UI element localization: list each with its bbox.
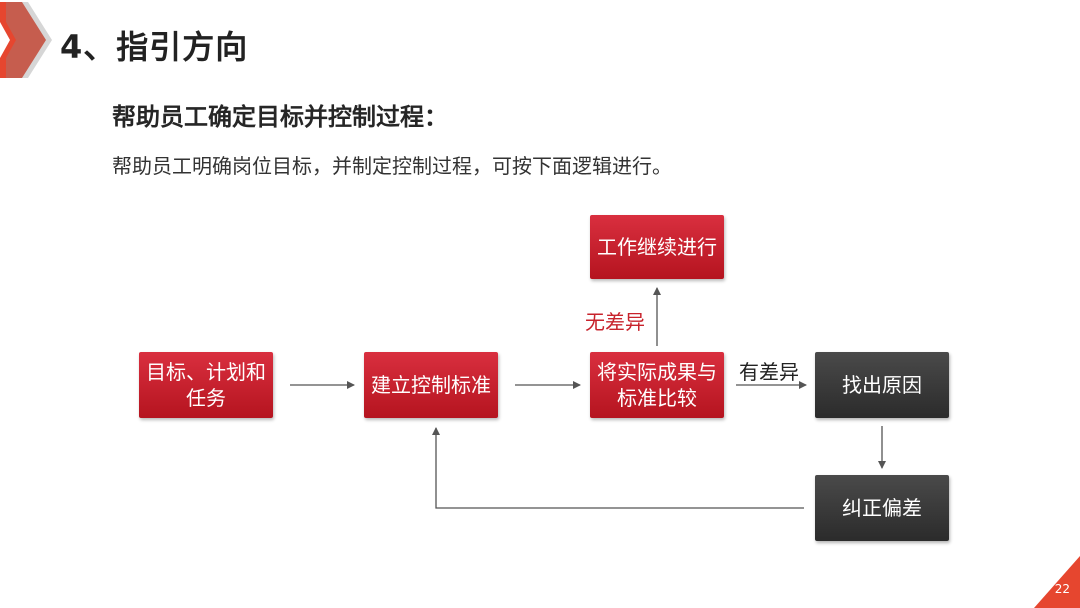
page-corner-triangle [1034, 556, 1080, 608]
section-description: 帮助员工明确岗位目标，并制定控制过程，可按下面逻辑进行。 [112, 154, 672, 178]
node-correct-deviation: 纠正偏差 [815, 475, 949, 541]
edge-label-has-difference: 有差异 [739, 360, 799, 384]
node-continue-work: 工作继续进行 [590, 215, 724, 279]
section-subtitle: 帮助员工确定目标并控制过程： [112, 103, 448, 131]
arrow-correct-to-standards [432, 427, 804, 509]
node-goals: 目标、计划和任务 [139, 352, 273, 418]
node-find-cause: 找出原因 [815, 352, 949, 418]
node-compare-results: 将实际成果与标准比较 [590, 352, 724, 418]
edge-label-no-difference: 无差异 [585, 310, 645, 334]
title-chevron-icon [0, 2, 52, 78]
node-control-standards: 建立控制标准 [364, 352, 498, 418]
page-number: 22 [1054, 582, 1070, 596]
page-title: 4、指引方向 [60, 28, 249, 66]
